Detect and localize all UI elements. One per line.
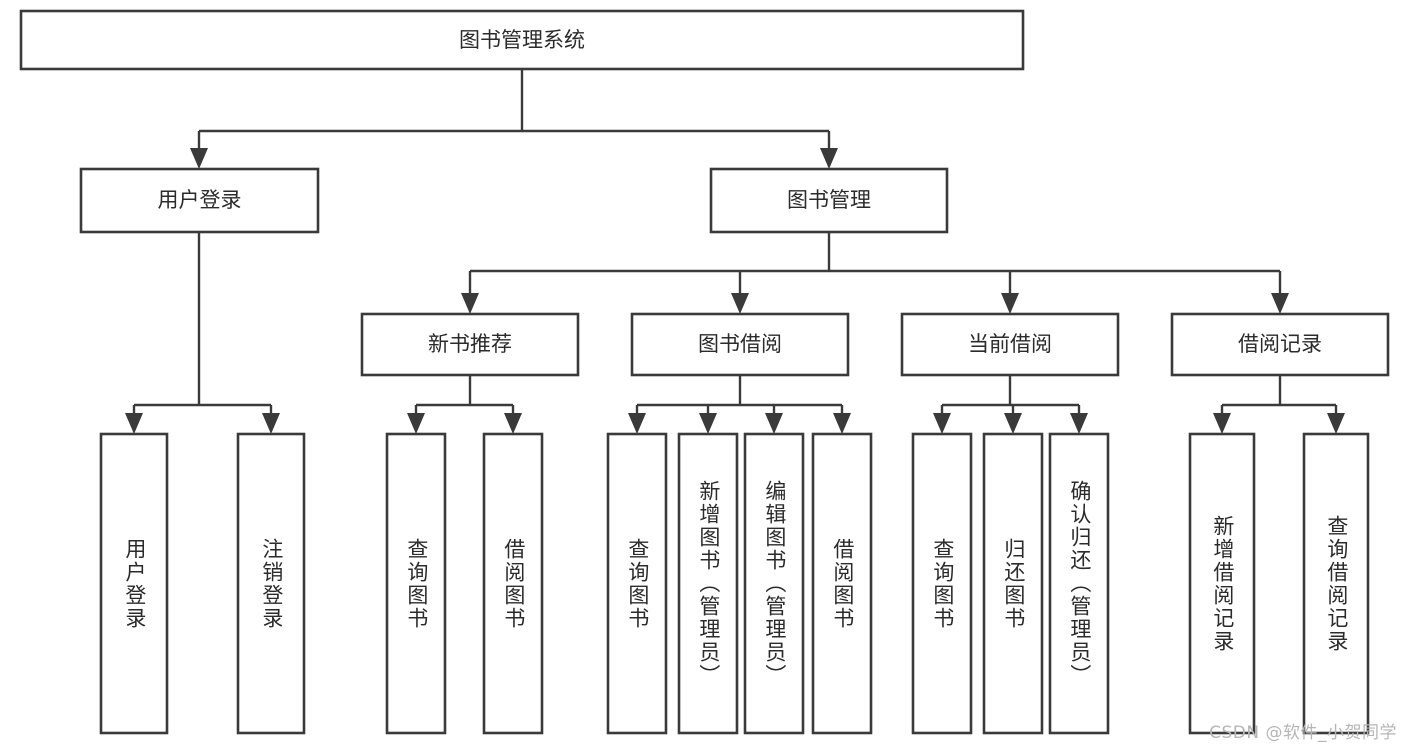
node-borrow-record-label: 借阅记录	[1238, 332, 1322, 356]
node-current-borrow-label: 当前借阅	[968, 332, 1052, 356]
node-leaf-query-book-1-box[interactable]	[385, 432, 447, 735]
node-leaf-query-book-1-label: 查询图书	[404, 537, 429, 630]
node-leaf-user-logout-box[interactable]	[236, 432, 306, 735]
node-leaf-borrow-book-2-fo: 借阅图书	[830, 537, 855, 630]
node-leaf-return-book-fo: 归还图书	[1001, 537, 1026, 630]
connector-layer	[125, 69, 1345, 434]
node-leaf-query-book-2[interactable]: 查询图书	[606, 432, 668, 735]
node-leaf-add-book[interactable]: 新增图书（管理员）	[677, 432, 739, 735]
csdn-watermark: CSDN @软件_小贺同学	[1209, 723, 1397, 743]
arrowhead-new-book-rec	[461, 293, 479, 314]
node-new-book-rec[interactable]: 新书推荐	[360, 312, 580, 377]
node-leaf-borrow-book-2-label: 借阅图书	[830, 537, 855, 630]
node-user-login[interactable]: 用户登录	[79, 167, 320, 234]
node-leaf-borrow-book-1-box[interactable]	[482, 432, 544, 735]
node-leaf-return-book-label: 归还图书	[1001, 537, 1026, 630]
node-leaf-borrow-book-1[interactable]: 借阅图书	[482, 432, 544, 735]
node-leaf-borrow-book-2[interactable]: 借阅图书	[811, 432, 873, 735]
node-leaf-add-record[interactable]: 新增借阅记录	[1188, 432, 1256, 735]
node-leaf-add-record-box[interactable]	[1188, 432, 1256, 735]
arrowhead-user-login	[190, 148, 208, 169]
node-current-borrow[interactable]: 当前借阅	[900, 312, 1120, 377]
node-leaf-add-book-box[interactable]	[677, 432, 739, 735]
node-leaf-borrow-book-2-box[interactable]	[811, 432, 873, 735]
node-book-manage-label: 图书管理	[787, 188, 871, 212]
node-book-borrow[interactable]: 图书借阅	[630, 312, 850, 377]
node-current-borrow-box[interactable]	[900, 312, 1120, 377]
node-leaf-confirm-return-label: 确认归还（管理员）	[1067, 480, 1092, 687]
node-leaf-add-record-label: 新增借阅记录	[1210, 514, 1235, 653]
node-leaf-edit-book-label: 编辑图书（管理员）	[762, 480, 787, 687]
node-leaf-confirm-return-fo: 确认归还（管理员）	[1067, 480, 1092, 687]
node-borrow-record[interactable]: 借阅记录	[1170, 312, 1390, 377]
arrowhead-leaf-add-record	[1213, 413, 1231, 434]
node-user-login-label: 用户登录	[158, 188, 242, 212]
node-leaf-query-book-3-fo: 查询图书	[930, 537, 955, 630]
node-borrow-record-box[interactable]	[1170, 312, 1390, 377]
node-leaf-query-book-1-fo: 查询图书	[404, 537, 429, 630]
node-leaf-borrow-book-1-fo: 借阅图书	[501, 537, 526, 630]
node-leaf-query-book-2-box[interactable]	[606, 432, 668, 735]
node-leaf-query-book-3[interactable]: 查询图书	[911, 432, 973, 735]
node-leaf-edit-book-fo: 编辑图书（管理员）	[762, 480, 787, 687]
node-book-manage-box[interactable]	[709, 167, 949, 234]
node-root-box[interactable]	[19, 9, 1025, 71]
node-leaf-confirm-return[interactable]: 确认归还（管理员）	[1048, 432, 1110, 735]
node-leaf-user-login[interactable]: 用户登录	[99, 432, 169, 735]
node-leaf-borrow-book-1-label: 借阅图书	[501, 537, 526, 630]
node-leaf-add-book-fo: 新增图书（管理员）	[696, 480, 721, 687]
arrowhead-leaf-user-login	[125, 413, 143, 434]
node-book-borrow-label: 图书借阅	[698, 332, 782, 356]
node-leaf-query-book-2-fo: 查询图书	[625, 537, 650, 630]
node-book-borrow-box[interactable]	[630, 312, 850, 377]
node-leaf-query-record-box[interactable]	[1302, 432, 1370, 735]
node-leaf-query-book-2-label: 查询图书	[625, 537, 650, 630]
arrowhead-book-borrow	[731, 293, 749, 314]
node-root[interactable]: 图书管理系统	[19, 9, 1025, 71]
node-leaf-user-login-box[interactable]	[99, 432, 169, 735]
arrowhead-leaf-query-book-1	[407, 413, 425, 434]
arrowhead-leaf-edit-book	[765, 413, 783, 434]
node-book-manage[interactable]: 图书管理	[709, 167, 949, 234]
arrowhead-leaf-query-book-3	[933, 413, 951, 434]
node-leaf-query-book-1[interactable]: 查询图书	[385, 432, 447, 735]
arrowhead-borrow-record	[1271, 293, 1289, 314]
node-leaf-return-book[interactable]: 归还图书	[982, 432, 1044, 735]
node-leaf-query-book-3-box[interactable]	[911, 432, 973, 735]
node-leaf-user-login-label: 用户登录	[122, 537, 147, 630]
node-new-book-rec-box[interactable]	[360, 312, 580, 377]
arrowhead-leaf-query-book-2	[628, 413, 646, 434]
node-leaf-return-book-box[interactable]	[982, 432, 1044, 735]
arrowhead-book-manage	[820, 148, 838, 169]
node-leaf-edit-book[interactable]: 编辑图书（管理员）	[743, 432, 805, 735]
node-leaf-query-record-label: 查询借阅记录	[1324, 514, 1349, 653]
node-leaf-query-record[interactable]: 查询借阅记录	[1302, 432, 1370, 735]
arrowhead-leaf-confirm-return	[1070, 413, 1088, 434]
node-leaf-user-logout-fo: 注销登录	[259, 537, 284, 630]
arrowhead-leaf-user-logout	[262, 413, 280, 434]
node-new-book-rec-label: 新书推荐	[428, 332, 512, 356]
node-leaf-user-logout[interactable]: 注销登录	[236, 432, 306, 735]
arrowhead-leaf-borrow-book-1	[504, 413, 522, 434]
node-leaf-user-login-fo: 用户登录	[122, 537, 147, 630]
node-user-login-box[interactable]	[79, 167, 320, 234]
node-leaf-query-book-3-label: 查询图书	[930, 537, 955, 630]
node-leaf-add-record-fo: 新增借阅记录	[1210, 514, 1235, 653]
node-root-label: 图书管理系统	[459, 28, 585, 52]
node-leaf-edit-book-box[interactable]	[743, 432, 805, 735]
node-leaf-query-record-fo: 查询借阅记录	[1324, 514, 1349, 653]
arrowhead-leaf-borrow-book-2	[833, 413, 851, 434]
arrowhead-leaf-return-book	[1004, 413, 1022, 434]
node-leaf-confirm-return-box[interactable]	[1048, 432, 1110, 735]
node-leaf-add-book-label: 新增图书（管理员）	[696, 480, 721, 687]
arrowhead-leaf-query-record	[1327, 413, 1345, 434]
arrowhead-current-borrow	[1001, 293, 1019, 314]
node-leaf-user-logout-label: 注销登录	[259, 537, 284, 630]
arrowhead-leaf-add-book	[699, 413, 717, 434]
